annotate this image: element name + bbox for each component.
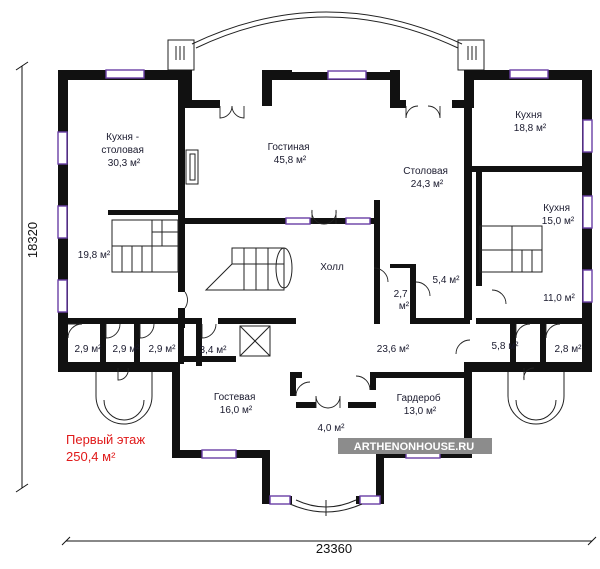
room-label-store-2: 2,9 м²	[113, 344, 141, 355]
dimension-lines	[15, 61, 597, 546]
room-label-wc-small: 2,7 м²	[394, 289, 411, 312]
room-label-kitchen-dining: Кухня - столовая 30,3 м²	[101, 132, 146, 169]
room-label-living: Гостиная 45,8 м²	[268, 142, 313, 166]
room-label-right-store: 2,8 м²	[555, 344, 583, 355]
room-label-vestibule: 4,0 м²	[318, 423, 346, 434]
stairs	[111, 219, 543, 357]
floor-area: 250,4 м²	[66, 449, 116, 464]
room-label-store-1: 2,9 м²	[75, 344, 103, 355]
room-label-kitchen-1: Кухня 18,8 м²	[514, 110, 547, 134]
entrance-porches	[95, 372, 565, 516]
room-label-hall: Холл	[320, 262, 344, 273]
room-label-kitchen-2: Кухня 15,0 м²	[542, 203, 575, 227]
room-label-wardrobe: Гардероб 13,0 м²	[397, 392, 444, 417]
room-labels: Кухня - столовая 30,3 м² Гостиная 45,8 м…	[75, 110, 583, 434]
interior-walls	[68, 80, 582, 408]
room-label-bath: 5,4 м²	[433, 275, 461, 286]
watermark-text: ARTHENONHOUSE.RU	[354, 441, 474, 453]
watermark-background	[338, 438, 492, 454]
top-terrace	[167, 11, 485, 71]
floor-title: Первый этаж	[66, 432, 145, 447]
room-label-right-room: 11,0 м²	[543, 293, 575, 304]
room-label-left-room: 19,8 м²	[78, 250, 111, 261]
room-label-dining: Столовая 24,3 м²	[403, 166, 451, 190]
fireplace	[185, 149, 199, 185]
room-label-stair-room: 3,4 м²	[200, 345, 228, 356]
windows	[57, 69, 593, 505]
height-dimension: 18320	[25, 222, 40, 258]
room-label-corridor: 23,6 м²	[377, 344, 410, 355]
room-label-guest: Гостевая 16,0 м²	[214, 392, 258, 416]
room-label-store-3: 2,9 м²	[149, 344, 177, 355]
room-label-right-hall: 5,8 м²	[492, 341, 520, 352]
doors	[67, 105, 561, 409]
width-dimension: 23360	[316, 541, 352, 556]
